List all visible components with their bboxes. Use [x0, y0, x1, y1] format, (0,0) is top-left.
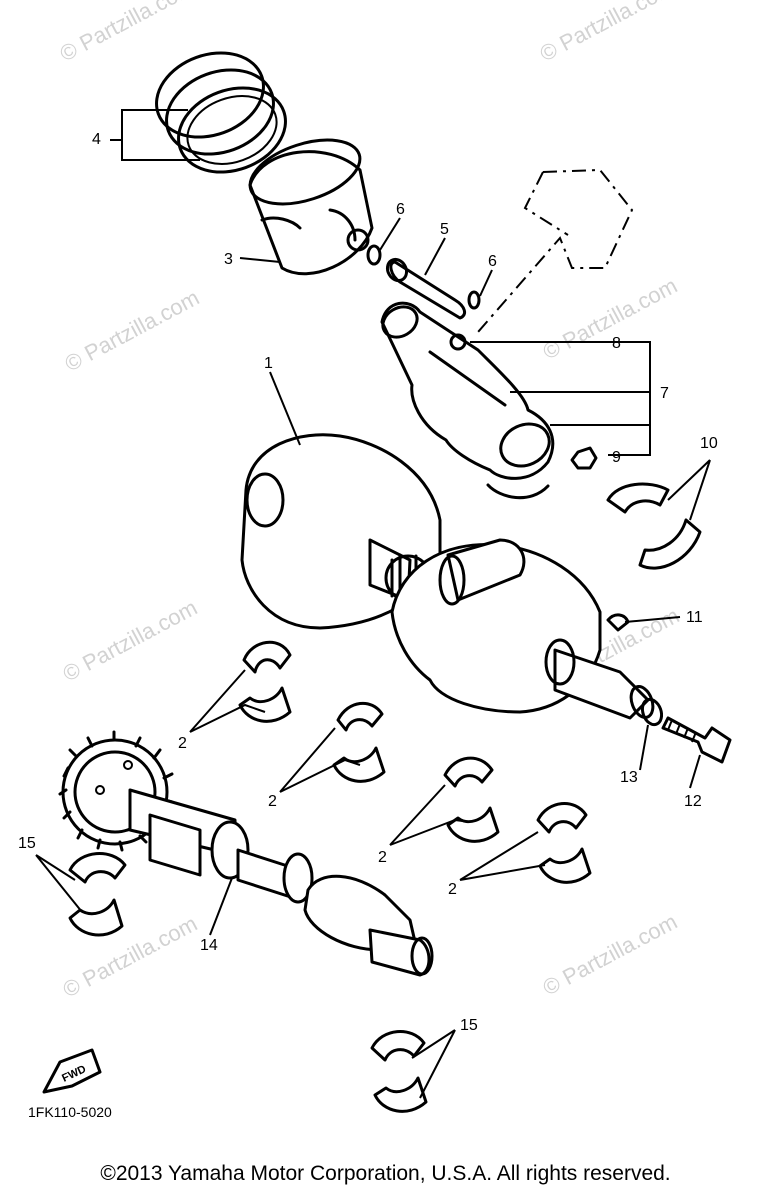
connecting-rod — [380, 168, 634, 500]
callout-15b: 15 — [460, 1017, 478, 1034]
callout-1: 1 — [264, 355, 273, 372]
forward-arrow-icon: FWD — [42, 1048, 102, 1094]
callout-12: 12 — [684, 793, 702, 810]
callout-9: 9 — [612, 449, 621, 466]
callout-6a: 6 — [396, 201, 405, 218]
main-bearings — [238, 640, 592, 884]
callout-8: 8 — [612, 335, 621, 352]
bolt — [661, 716, 732, 764]
big-end-bearings — [606, 482, 702, 570]
callout-2a: 2 — [178, 735, 187, 752]
callout-2b: 2 — [268, 793, 277, 810]
piston-rings — [155, 51, 287, 174]
watermark-2: © Partzilla.com — [536, 0, 679, 66]
watermark-8: © Partzilla.com — [539, 909, 682, 1001]
watermark-5: © Partzilla.com — [59, 595, 202, 687]
callout-4: 4 — [92, 131, 101, 148]
diagram-reference: 1FK110-5020 — [28, 1104, 112, 1120]
callout-3: 3 — [224, 251, 233, 268]
circlips — [366, 244, 481, 310]
callout-10: 10 — [700, 435, 718, 452]
rod-nut — [570, 446, 598, 470]
balancer-shaft — [58, 730, 434, 977]
piston — [248, 138, 374, 276]
callout-13: 13 — [620, 769, 638, 786]
callout-5: 5 — [440, 221, 449, 238]
washer — [640, 697, 664, 727]
callout-15a: 15 — [18, 835, 36, 852]
watermark-4: © Partzilla.com — [539, 273, 682, 365]
callout-14: 14 — [200, 937, 218, 954]
callout-7: 7 — [660, 385, 669, 402]
callout-2c: 2 — [378, 849, 387, 866]
callouts: 1 2 2 2 2 3 4 5 6 6 7 8 9 10 11 12 13 14… — [18, 131, 718, 1034]
balancer-bearings — [68, 852, 428, 1113]
callout-2d: 2 — [448, 881, 457, 898]
callout-11: 11 — [686, 609, 703, 626]
crankshaft — [240, 433, 655, 720]
watermark-3: © Partzilla.com — [61, 285, 204, 377]
watermark-1: © Partzilla.com — [56, 0, 199, 66]
callout-6b: 6 — [488, 253, 497, 270]
piston-pin — [385, 257, 467, 320]
copyright-notice: ©2013 Yamaha Motor Corporation, U.S.A. A… — [100, 1162, 671, 1185]
leader-lines — [35, 109, 711, 1099]
